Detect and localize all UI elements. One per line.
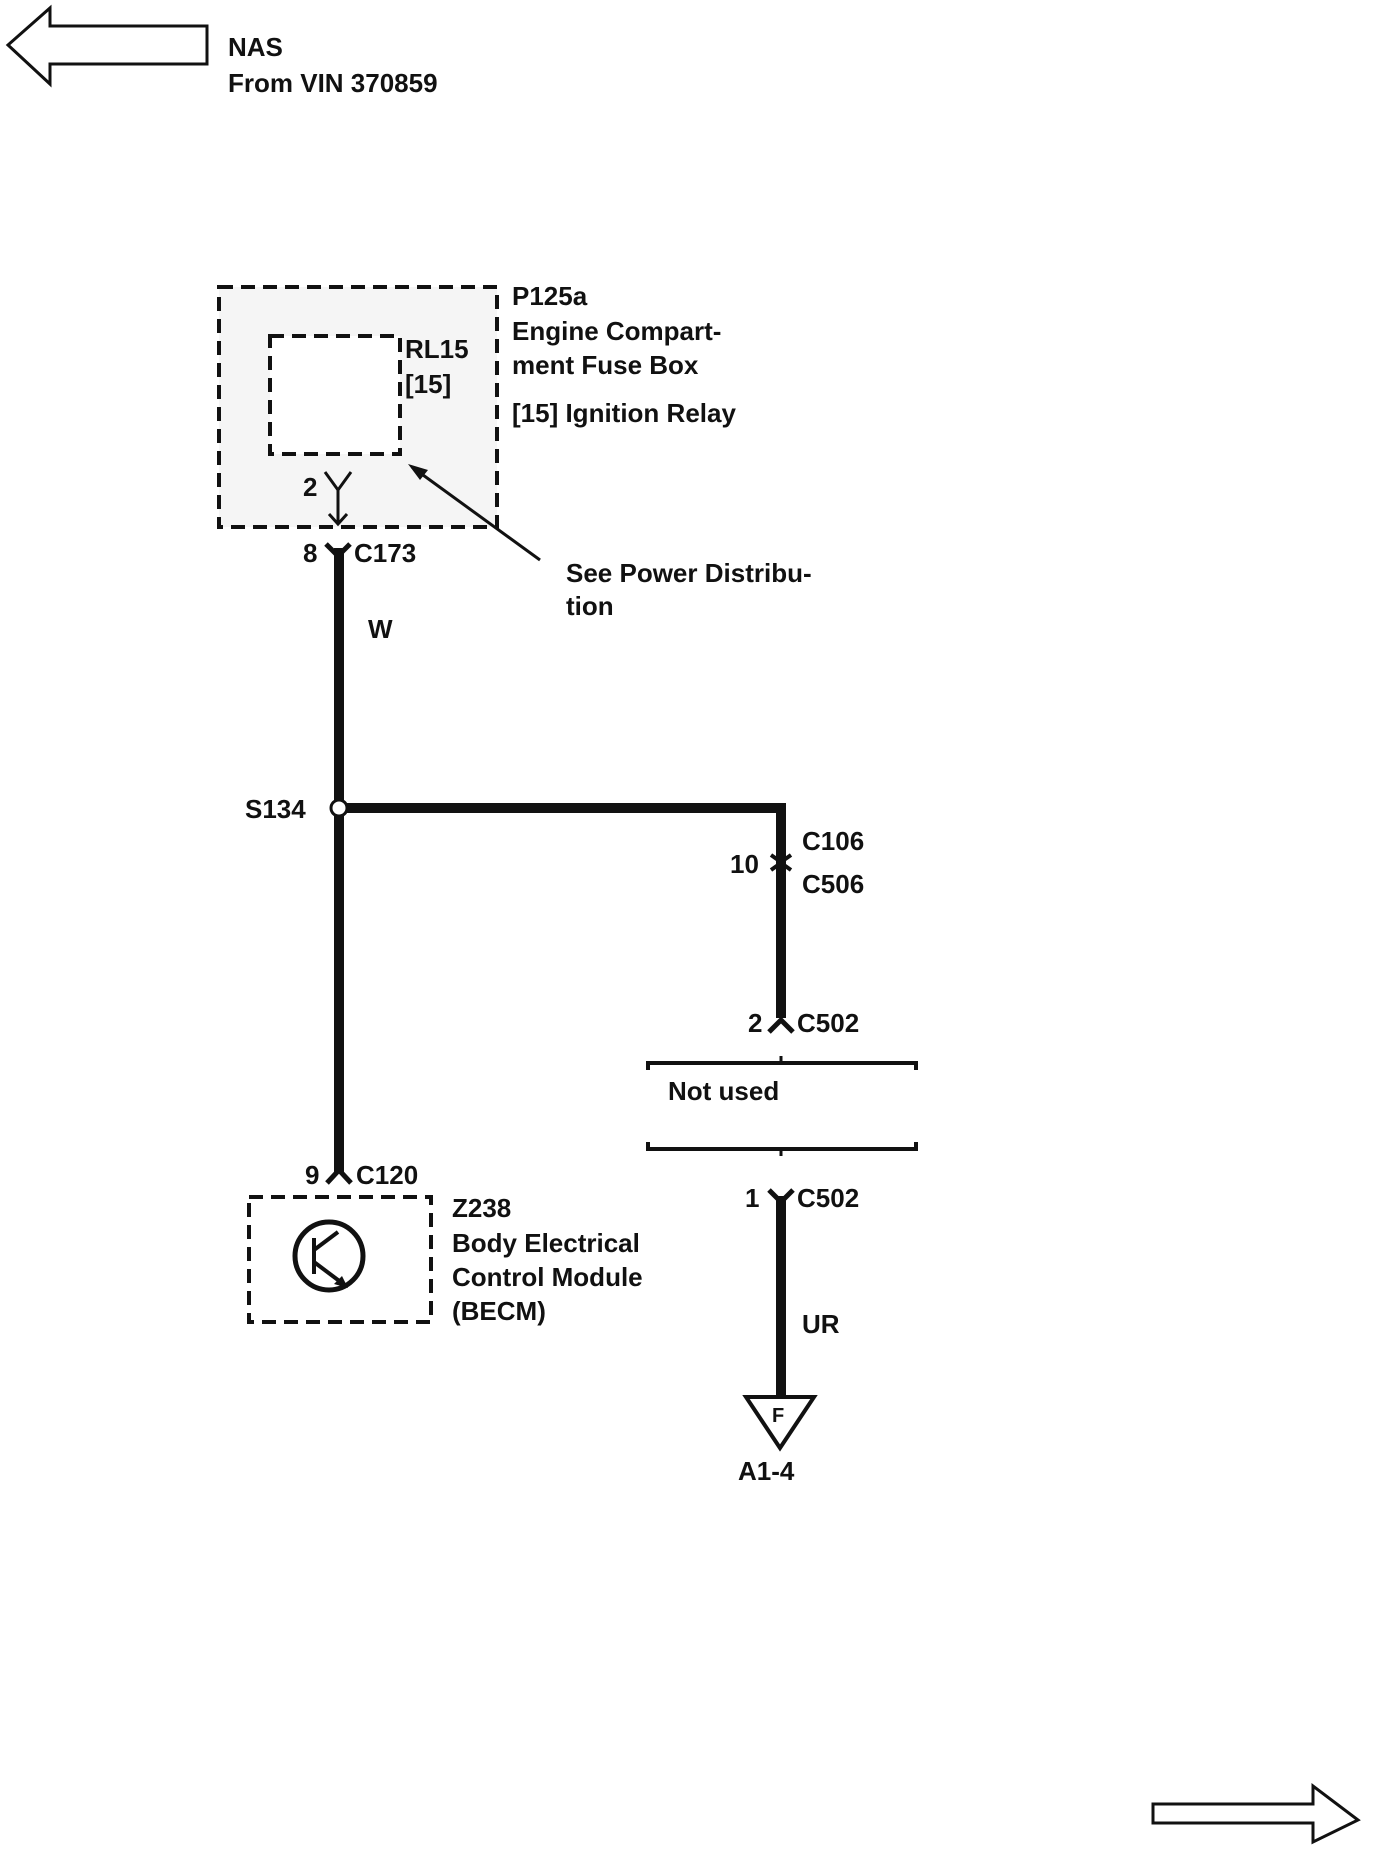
ground-ref: A1-4: [738, 1456, 795, 1486]
not-used-bracket-top: [646, 1061, 918, 1070]
c506-name: C506: [802, 869, 864, 899]
note-line-1: See Power Distribu-: [566, 558, 812, 588]
relay-pin: 2: [303, 472, 317, 502]
header-line-1: NAS: [228, 32, 283, 62]
module-outline: [247, 1195, 433, 1324]
note-line-2: tion: [566, 591, 614, 621]
c502-bottom-name: C502: [797, 1183, 859, 1213]
c173-pin: 8: [303, 538, 317, 568]
branch-wire: [347, 803, 786, 1018]
c502-top-connector-symbol: [767, 1016, 795, 1034]
relay-id: RL15: [405, 334, 469, 364]
c106-connector-symbol: [769, 853, 793, 872]
relay-description: [15] Ignition Relay: [512, 398, 736, 428]
splice-name: S134: [245, 794, 306, 824]
c502-bottom-pin: 1: [745, 1183, 759, 1213]
splice-dot: [329, 798, 349, 818]
c106-name: C106: [802, 826, 864, 856]
fuse-box-name-1: Engine Compart-: [512, 316, 721, 346]
c120-connector-symbol: [325, 1166, 353, 1185]
module-name-1: Body Electrical: [452, 1228, 640, 1258]
ground-symbol: F: [772, 1405, 784, 1427]
ground-triangle-icon: [742, 1395, 818, 1452]
fuse-box-name-2: ment Fuse Box: [512, 350, 699, 380]
module-id: Z238: [452, 1193, 511, 1223]
relay-pin-symbol: [323, 471, 353, 527]
transistor-icon: [292, 1219, 366, 1293]
c502-top-name: C502: [797, 1008, 859, 1038]
relay-outline: [268, 334, 402, 456]
note-pointer: [411, 465, 541, 562]
c173-name: C173: [354, 538, 416, 568]
not-used-bracket-bottom: [646, 1142, 918, 1151]
header-line-2: From VIN 370859: [228, 68, 438, 98]
c106-pin: 10: [730, 849, 759, 879]
not-used-label: Not used: [668, 1076, 779, 1106]
main-wire-color: W: [368, 614, 393, 644]
c502-top-pin: 2: [748, 1008, 762, 1038]
fuse-box-id: P125a: [512, 281, 588, 311]
c120-pin: 9: [305, 1160, 319, 1190]
right-arrow-icon[interactable]: [1151, 1782, 1361, 1845]
left-arrow-icon[interactable]: [5, 4, 209, 88]
module-name-2: Control Module: [452, 1262, 643, 1292]
c120-name: C120: [356, 1160, 418, 1190]
relay-ref: [15]: [405, 369, 451, 399]
module-name-3: (BECM): [452, 1296, 546, 1326]
note-arrowhead: [408, 464, 428, 480]
branch-wire-color: UR: [802, 1309, 840, 1339]
